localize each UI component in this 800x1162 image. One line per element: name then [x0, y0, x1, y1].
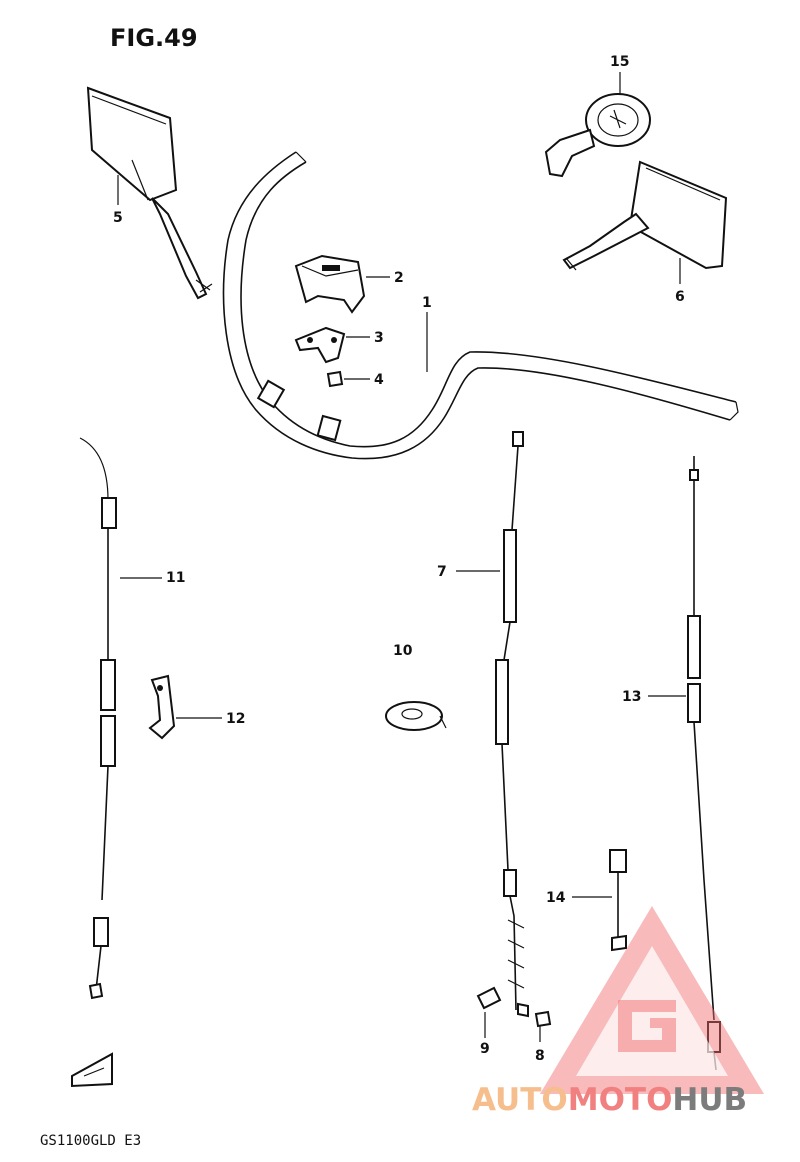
callout-6: 6: [675, 289, 685, 305]
callouts: 1 2 3 4 5 6 7 8 9 10 11 12 13 14 15: [113, 54, 685, 1064]
callout-12: 12: [226, 711, 245, 727]
watermark-moto: MOTO: [568, 1082, 673, 1118]
right-mirror: [562, 160, 728, 271]
clutch-cable: [79, 437, 117, 1000]
model-code: GS1100GLD E3: [40, 1133, 141, 1149]
callout-14: 14: [546, 890, 566, 906]
watermark-auto: AUTO: [472, 1082, 568, 1118]
callout-7: 7: [437, 564, 447, 580]
cable-strap: [609, 849, 627, 952]
throttle-cable: [495, 431, 529, 1018]
watermark: AUTOMOTOHUB: [472, 906, 764, 1118]
callout-1: 1: [422, 295, 432, 311]
callout-8: 8: [535, 1048, 545, 1064]
callout-15: 15: [610, 54, 629, 70]
front-direction-arrow-icon: [71, 1052, 113, 1088]
figure-title: FIG.49: [110, 24, 198, 52]
choke-cable: [687, 456, 721, 1071]
callout-3: 3: [374, 330, 384, 346]
bolt: [326, 370, 344, 388]
callout-11: 11: [166, 570, 185, 586]
cable-adjuster: [476, 986, 502, 1010]
watermark-logo-icon: [540, 906, 764, 1094]
cable-guide: [385, 701, 447, 731]
callout-10: 10: [393, 643, 413, 659]
watermark-hub: HUB: [672, 1082, 747, 1118]
callout-2: 2: [394, 270, 404, 286]
handlebar: [222, 151, 739, 460]
handlebar-bracket: [294, 326, 346, 364]
throttle-switch: [544, 93, 651, 178]
callout-4: 4: [374, 372, 384, 388]
watermark-text: AUTOMOTOHUB: [472, 1082, 747, 1118]
cable-clamp: [148, 674, 176, 740]
leader-lines: [117, 72, 686, 1042]
callout-9: 9: [480, 1041, 490, 1057]
callout-13: 13: [622, 689, 641, 705]
handlebar-upper-holder: [294, 254, 366, 314]
callout-5: 5: [113, 210, 123, 226]
adjuster-nut: [534, 1010, 552, 1028]
left-mirror: [86, 86, 213, 300]
